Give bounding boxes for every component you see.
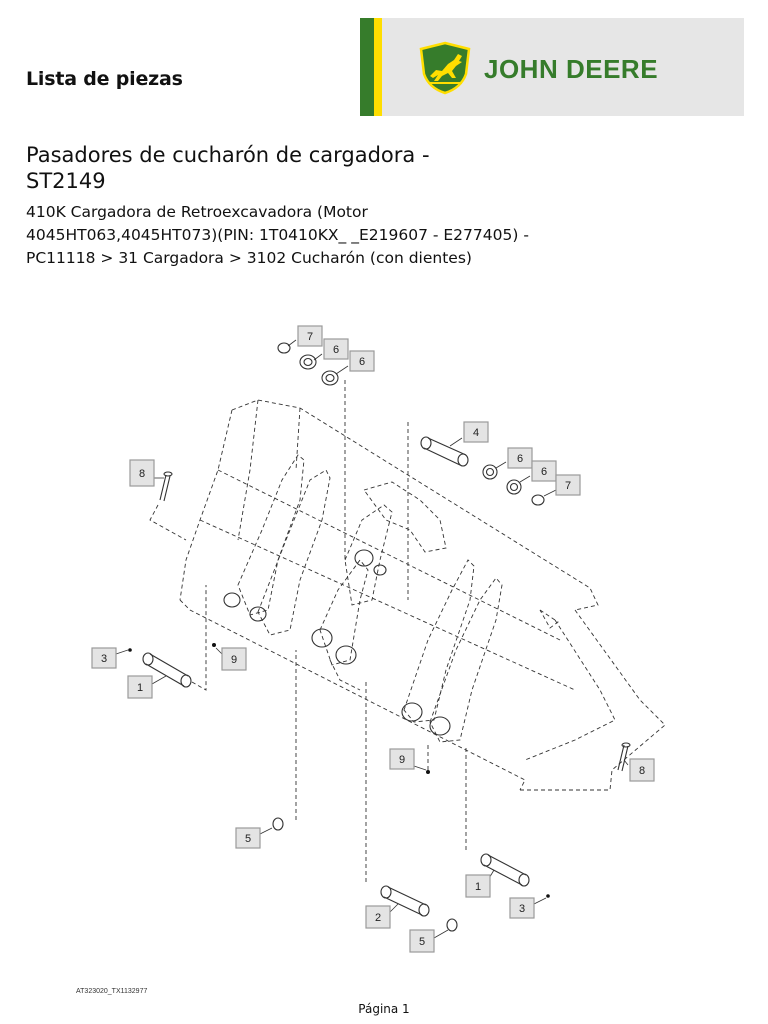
right-link-plates: [401, 559, 503, 743]
document-subtitle: 410K Cargadora de Retroexcavadora (Motor…: [26, 201, 586, 270]
svg-text:5: 5: [245, 833, 251, 845]
svg-text:6: 6: [333, 344, 339, 356]
pin-1-right: [465, 745, 550, 898]
brand-banner: JOHN DEERE: [360, 18, 744, 116]
subtitle-line-1: 410K Cargadora de Retroexcavadora (Motor: [26, 203, 368, 221]
callout-1-right: 1: [465, 874, 491, 898]
svg-text:3: 3: [519, 903, 525, 915]
svg-text:3: 3: [101, 653, 107, 665]
callout-6-top-b: 6: [349, 350, 375, 372]
pin-1-left: [128, 585, 207, 691]
subtitle-line-2: 4045HT063,4045HT073)(PIN: 1T0410KX_ _E21…: [26, 226, 529, 244]
brand-green-stripe: [360, 18, 374, 116]
left-link-plates: [223, 454, 331, 636]
callout-5-left: 5: [235, 827, 261, 849]
svg-text:9: 9: [231, 654, 237, 666]
page-number: Página 1: [358, 1002, 410, 1016]
callout-8-right: 8: [629, 758, 655, 782]
svg-text:7: 7: [565, 480, 571, 492]
bucket-outline: [179, 399, 666, 791]
bolt-8-right: [617, 742, 631, 772]
ring-5-left: [272, 650, 297, 831]
svg-text:8: 8: [639, 765, 645, 777]
top-washer-stack: [277, 342, 346, 560]
callout-9-right: 9: [389, 748, 415, 770]
callout-5-bottom: 5: [409, 929, 435, 953]
bolt-9-left: [212, 643, 216, 647]
callout-6-right-a: 6: [507, 447, 533, 469]
pin-4-assembly: [407, 422, 545, 600]
page-heading: Lista de piezas: [26, 68, 183, 90]
svg-text:1: 1: [137, 682, 143, 694]
document-title-line-1: Pasadores de cucharón de cargadora -: [26, 143, 430, 167]
svg-text:9: 9: [399, 754, 405, 766]
svg-text:6: 6: [359, 356, 365, 368]
document-title-line-2: ST2149: [26, 169, 106, 193]
pin-2-assembly: [365, 680, 458, 932]
callout-6-right-b: 6: [531, 460, 557, 482]
leaping-deer-logo-icon: [419, 41, 471, 95]
callout-1-left: 1: [127, 675, 153, 699]
callout-2: 2: [365, 905, 391, 929]
figure-reference-code: AT323020_TX1132977: [76, 988, 148, 995]
exploded-parts-diagram: 7 6 6 4 6 6 7 8 3 9 1 9 8 5 1 2 3: [91, 325, 666, 953]
callout-3-left: 3: [91, 647, 117, 669]
subtitle-line-3: PC11118 > 31 Cargadora > 3102 Cucharón (…: [26, 249, 472, 267]
brand-name: JOHN DEERE: [484, 54, 659, 84]
leader-lines: [115, 339, 629, 939]
svg-text:6: 6: [541, 466, 547, 478]
callout-9-left: 9: [221, 647, 247, 671]
callout-4: 4: [463, 421, 489, 443]
callout-7-top: 7: [297, 325, 323, 347]
svg-text:8: 8: [139, 468, 145, 480]
svg-text:1: 1: [475, 881, 481, 893]
callout-3-right: 3: [509, 897, 535, 919]
callout-6-top-a: 6: [323, 338, 349, 360]
svg-text:7: 7: [307, 331, 313, 343]
brand-yellow-stripe: [374, 18, 382, 116]
center-pivot-links: [311, 481, 447, 691]
document-title: Pasadores de cucharón de cargadora - ST2…: [26, 142, 446, 194]
callout-7-right: 7: [555, 474, 581, 496]
svg-text:5: 5: [419, 936, 425, 948]
svg-text:6: 6: [517, 453, 523, 465]
svg-text:4: 4: [473, 427, 479, 439]
svg-text:2: 2: [375, 912, 381, 924]
callout-8-left: 8: [129, 459, 155, 487]
bolt-9-right: [426, 745, 430, 774]
bolt-8-left: [149, 471, 187, 541]
